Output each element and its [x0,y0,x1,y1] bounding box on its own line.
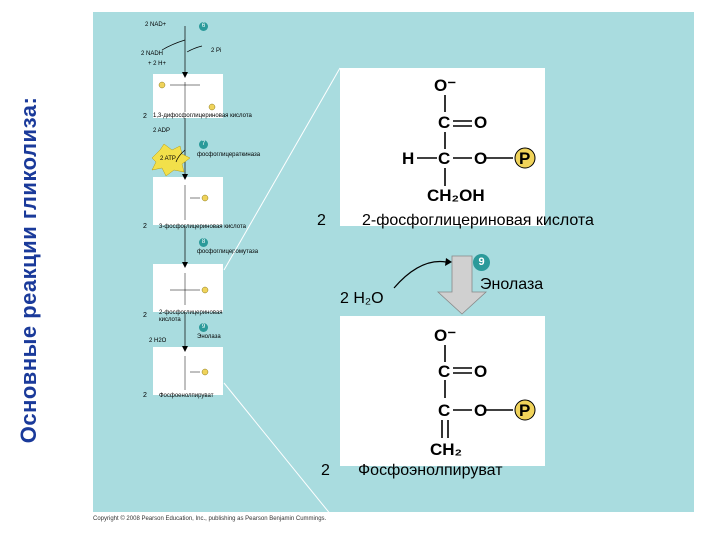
atp-burst [151,143,191,177]
step-8-enzyme: фосфоглицеромутаза [197,249,259,255]
zoom-step-9-badge: 9 [473,254,490,271]
pg3-coefficient: 2 [143,223,147,230]
step-7-enzyme: фосфоглицераткиназа [197,152,261,158]
zoom-bottom-coefficient: 2 [321,462,330,479]
pep-coefficient: 2 [143,392,147,399]
phosphate-input-label: 2 Pi [211,48,222,54]
pg3-structure-card [153,177,223,225]
bpg-name: 1,3-дифосфоглицериновая кислота [153,113,252,119]
zoom-bottom-name: Фосфоэнолпируват [358,462,503,479]
mini-structures [170,82,200,390]
step-8-badge: 8 [199,238,208,247]
pep-name: Фосфоенолпируват [159,393,214,399]
atp-label: 2 ATP [160,156,176,162]
m2-oxygen-2: O [474,401,488,420]
mini-phosphates [158,81,216,376]
step-9-badge: 9 [199,323,208,332]
m1-oxygen-2: O [474,149,488,168]
m1-ch2oh: CH₂OH [427,186,485,205]
step-7-badge: 7 [199,140,208,149]
bpg-structure-card [153,74,223,118]
zoom-top-name: 2-фосфоглицериновая кислота [362,212,594,229]
m1-o-minus: O⁻ [434,76,457,95]
zoom-guide-lines [223,67,341,527]
step-9-enzyme: Энолаза [197,334,221,340]
zoom-card-pep [340,316,545,466]
pg2-structure-card [153,264,223,312]
m2-carbon-2: C [438,401,451,420]
zoom-top-coefficient: 2 [317,212,326,229]
m1-phosphate-label: P [519,149,531,168]
zoom-card-2pg [340,68,545,226]
m2-o-minus: O⁻ [434,326,457,345]
m2-oxygen-1: O [474,362,488,381]
m2-phosphate-label: P [519,401,531,420]
m1-carbon-1: C [438,113,451,132]
zoom-enzyme: Энолаза [480,276,544,293]
molecule1-phosphate [514,147,536,169]
diagram-panel: 2 NAD+ 6 2 NADH + 2 H+ 2 Pi 2 1,3-дифосф… [93,12,694,512]
left-arrowheads [182,72,188,352]
water-label-small: 2 H2O [149,338,167,344]
proton-output-label: + 2 H+ [148,61,167,67]
molecule2-phosphate [514,399,536,421]
molecule2-bonds [441,345,513,438]
m2-carbon-1: C [438,362,451,381]
bpg-coefficient: 2 [143,113,147,120]
nad-input-label: 2 NAD+ [145,22,167,28]
pg2-coefficient: 2 [143,312,147,319]
adp-input-label: 2 ADP [153,128,171,134]
pep-structure-card [153,347,223,395]
pg3-name: 3-фосфоглицериновая кислота [159,224,246,230]
step-6-badge: 6 [199,22,208,31]
nadh-output-label: 2 NADH [141,51,164,57]
copyright-footer: Copyright © 2008 Pearson Education, Inc.… [93,516,327,522]
m1-hydrogen: H [402,149,415,168]
m1-oxygen-1: O [474,113,488,132]
m1-carbon-2: C [438,149,451,168]
m2-ch2: CH₂ [430,440,463,459]
zoom-water: 2 H₂O [340,290,384,307]
pg2-name: 2-фосфоглицериновая кислота [159,310,223,323]
left-pathway-arrows [161,26,203,348]
molecule1-bonds [417,95,513,186]
water-curve-arrow [393,260,447,289]
big-down-arrow [436,255,488,315]
